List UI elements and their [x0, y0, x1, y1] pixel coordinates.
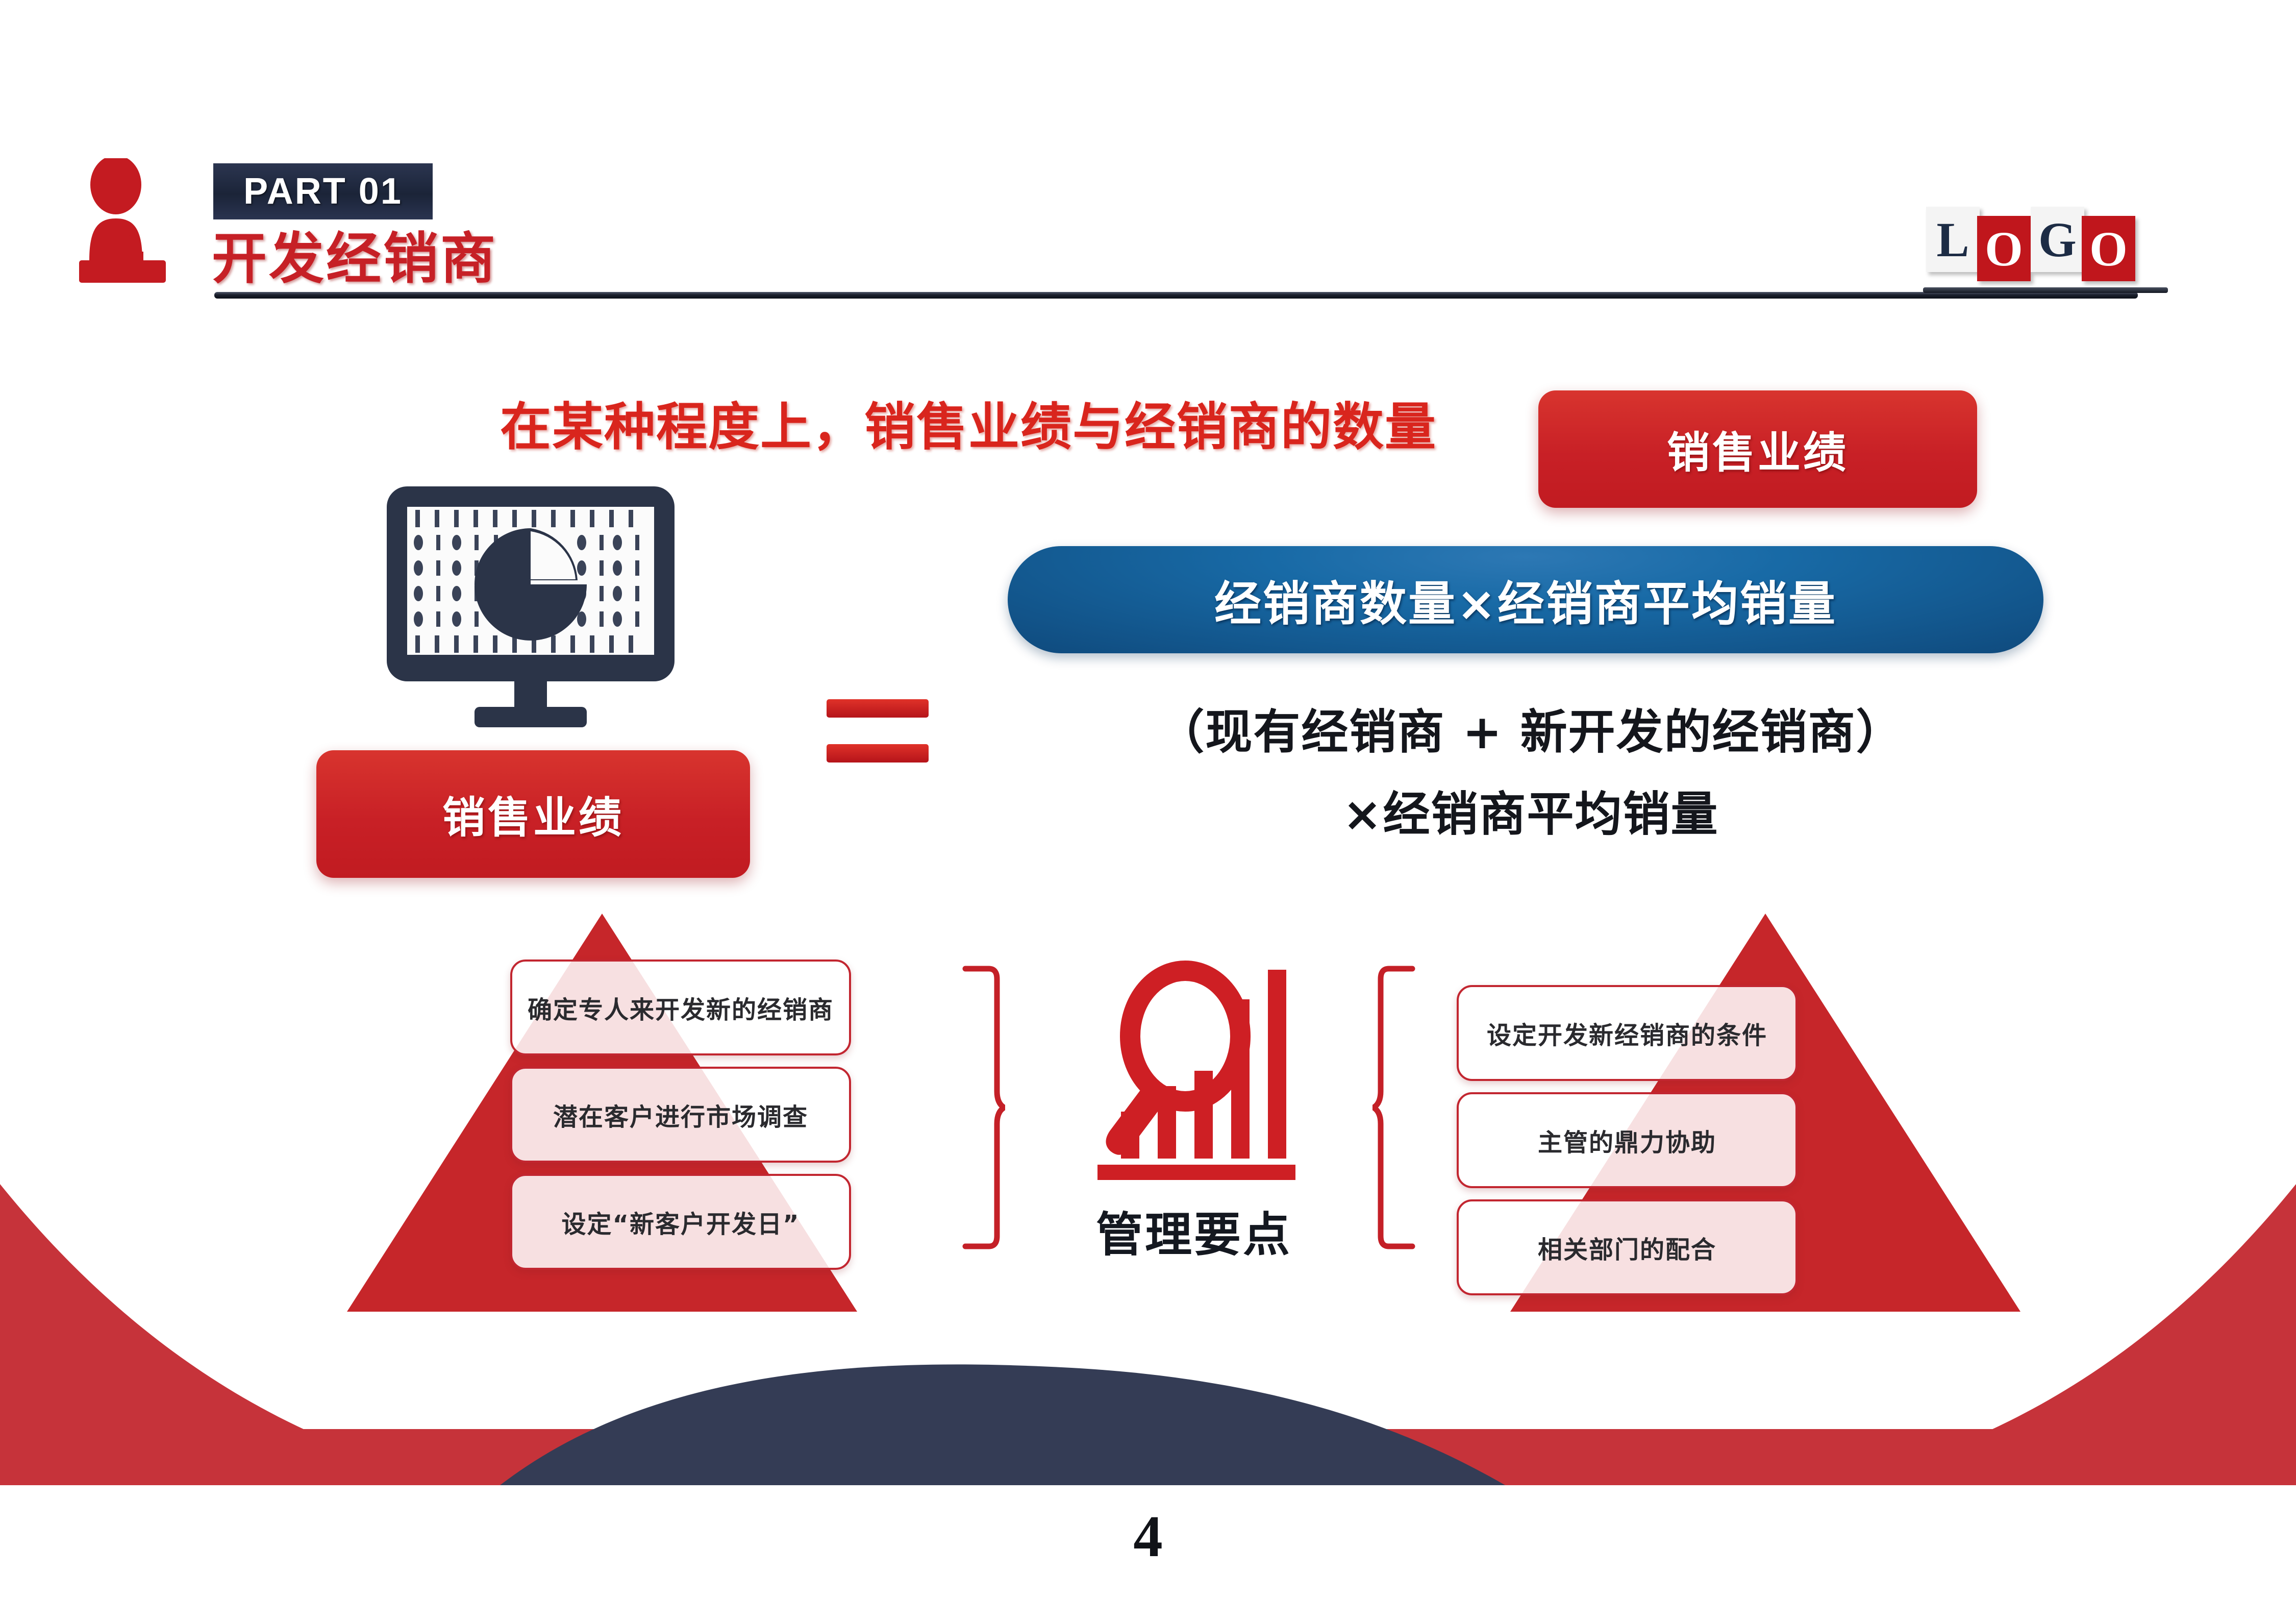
logo-tile-o2: O	[2082, 216, 2135, 281]
logo-tile-l: L	[1926, 207, 1980, 272]
left-point-box-1[interactable]: 确定专人来开发新的经销商	[510, 960, 851, 1055]
blue-formula-label: 经销商数量×经销商平均销量	[1214, 576, 1837, 631]
speaker-podium-icon	[79, 158, 166, 283]
page-title: 开发经销商	[212, 227, 498, 291]
right-point-label-3: 相关部门的配合	[1537, 1236, 1716, 1264]
sales-performance-label-top: 销售业绩	[1666, 427, 1849, 478]
bottom-wave-decoration	[0, 1184, 2296, 1485]
left-point-label-1: 确定专人来开发新的经销商	[527, 996, 834, 1024]
formula-line-2: ×经销商平均销量	[1342, 787, 1719, 842]
sales-performance-label-left: 销售业绩	[442, 792, 624, 843]
curly-brace-left-icon	[1372, 966, 1415, 1249]
slide-header: PART 01 开发经销商 L O G O	[0, 0, 2296, 327]
formula-text: （现有经销商 + 新开发的经销商） ×经销商平均销量	[995, 694, 2066, 844]
page-number: 4	[1133, 1504, 1163, 1569]
sales-performance-box-top: 销售业绩	[1538, 390, 1977, 508]
headline-text: 在某种程度上，销售业绩与经销商的数量	[500, 397, 1437, 457]
title-divider	[214, 292, 2138, 299]
logo-tile-g: G	[2031, 207, 2084, 272]
logo-base-bar	[1923, 287, 2168, 293]
right-point-box-2[interactable]: 主管的鼎力协助	[1457, 1092, 1798, 1188]
sales-performance-box-left: 销售业绩	[316, 750, 750, 878]
part-badge-label: PART 01	[243, 171, 403, 212]
left-point-box-3[interactable]: 设定“新客户开发日”	[510, 1174, 851, 1270]
blue-formula-box: 经销商数量×经销商平均销量	[1008, 546, 2043, 653]
left-point-box-2[interactable]: 潜在客户进行市场调查	[510, 1067, 851, 1163]
equals-sign-icon	[827, 699, 929, 776]
right-point-label-2: 主管的鼎力协助	[1537, 1128, 1716, 1157]
right-point-label-1: 设定开发新经销商的条件	[1486, 1021, 1767, 1050]
left-point-label-2: 潜在客户进行市场调查	[553, 1103, 808, 1132]
monitor-pie-chart-icon	[387, 486, 675, 727]
left-point-label-3: 设定“新客户开发日”	[561, 1210, 800, 1239]
right-point-box-3[interactable]: 相关部门的配合	[1457, 1199, 1798, 1295]
right-point-box-1[interactable]: 设定开发新经销商的条件	[1457, 985, 1798, 1081]
curly-brace-right-icon	[962, 966, 1005, 1249]
formula-line-1: （现有经销商 + 新开发的经销商）	[1157, 705, 1904, 759]
magnifier-bar-chart-icon	[1097, 961, 1295, 1180]
management-points-label: 管理要点	[1095, 1208, 1292, 1262]
part-badge: PART 01	[213, 163, 433, 219]
logo-tile-o1: O	[1977, 216, 2031, 281]
logo: L O G O	[1923, 207, 2168, 293]
